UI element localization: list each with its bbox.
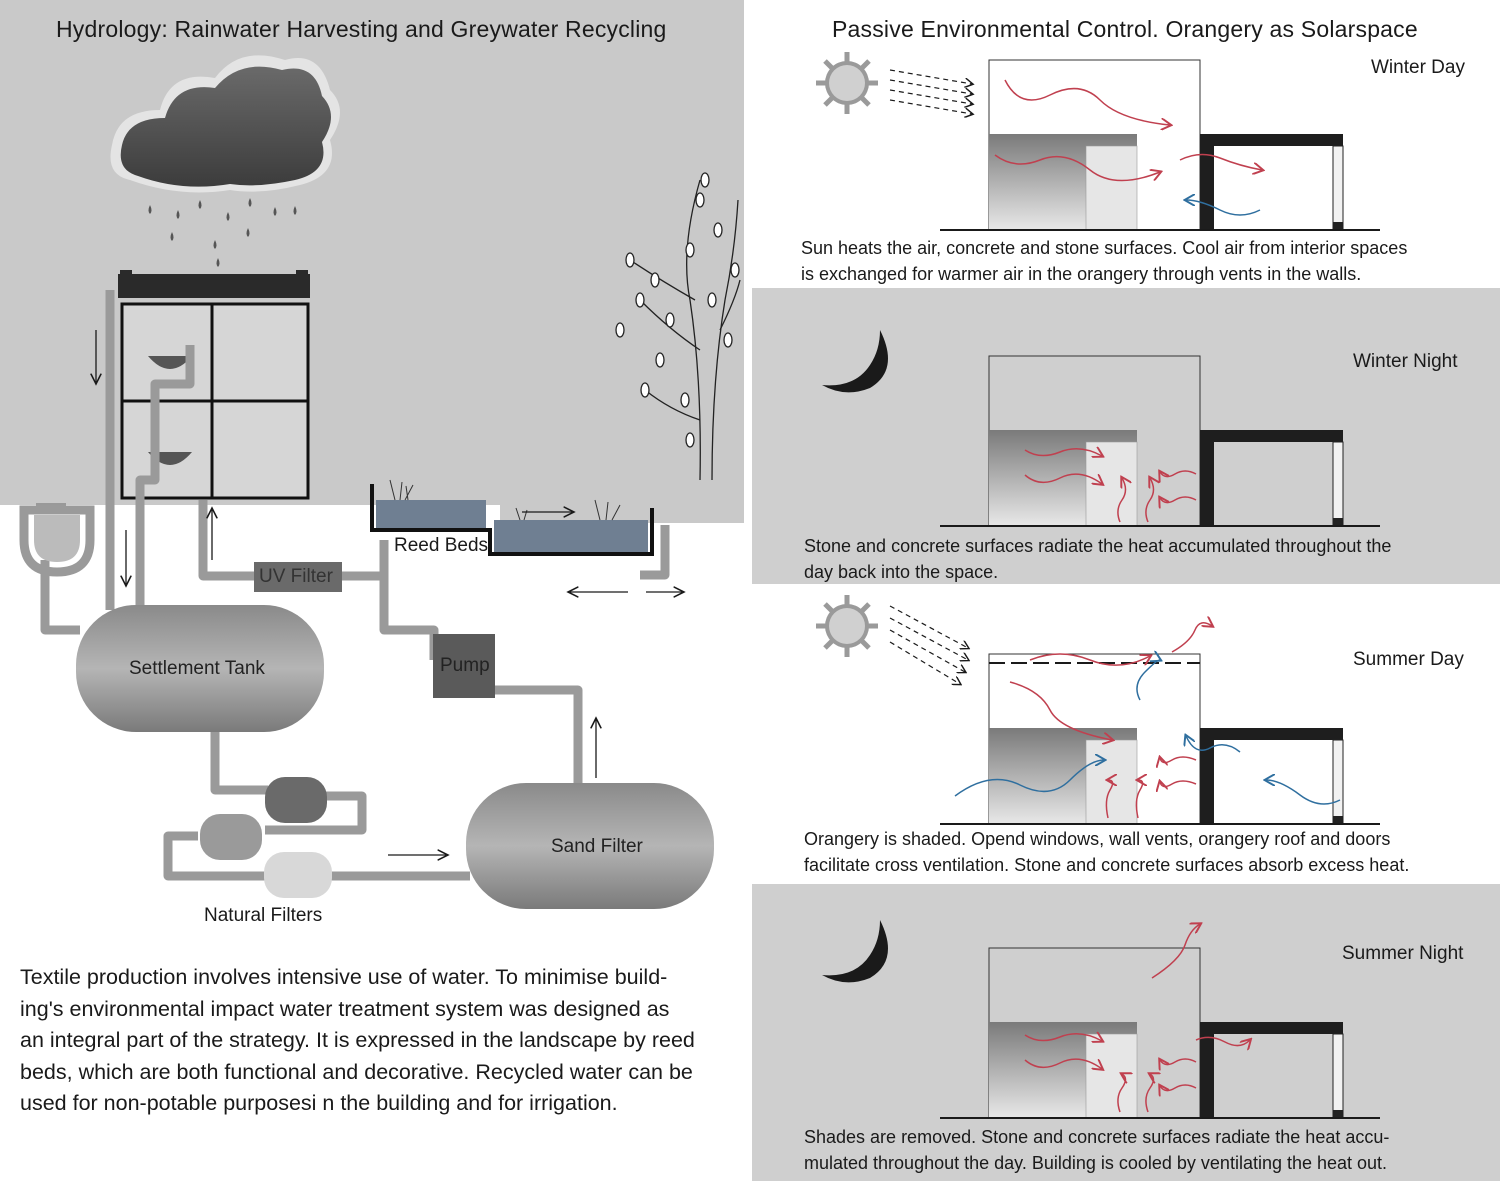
natural-filters-label: Natural Filters (204, 905, 323, 926)
season-label-winter-day: Winter Day (1371, 57, 1465, 78)
description-line: ing's environmental impact water treatme… (20, 996, 670, 1021)
reed-beds-label: Reed Beds (394, 535, 489, 556)
pump (433, 634, 495, 698)
natural-filter-3 (264, 852, 332, 898)
summer-night-scene (822, 920, 1381, 1119)
caption-line: Sun heats the air, concrete and stone su… (801, 238, 1408, 258)
sun-icon (816, 52, 878, 114)
natural-filter-2 (200, 814, 262, 860)
description-line: beds, which are both functional and deco… (20, 1059, 693, 1084)
settlement-tank (76, 605, 324, 732)
hydrology-title: Hydrology: Rainwater Harvesting and Grey… (56, 16, 667, 42)
rain-collector (19, 503, 95, 577)
tree-illustration (615, 172, 741, 481)
caption-line: Shades are removed. Stone and concrete s… (804, 1127, 1390, 1147)
moon-icon (822, 920, 888, 983)
caption-line: mulated throughout the day. Building is … (804, 1153, 1388, 1173)
solarspace-title: Passive Environmental Control. Orangery … (832, 16, 1418, 42)
hydrology-diagram (19, 55, 741, 909)
caption-summer-day: Orangery is shaded. Opend windows, wall … (804, 826, 1409, 878)
caption-line: Stone and concrete surfaces radiate the … (804, 536, 1392, 556)
season-label-summer-day: Summer Day (1353, 649, 1464, 670)
settlement-tank-label: Settlement Tank (129, 658, 265, 679)
hydrology-description: Textile production involves intensive us… (20, 962, 710, 1120)
reed-beds (370, 479, 654, 556)
description-line: an integral part of the strategy. It is … (20, 1028, 695, 1052)
winter-night-scene (822, 330, 1381, 527)
hydrology-background-lower (500, 505, 744, 523)
cloud-icon (110, 55, 340, 267)
season-label-winter-night: Winter Night (1353, 351, 1458, 372)
caption-winter-day: Sun heats the air, concrete and stone su… (801, 235, 1407, 287)
caption-line: day back into the space. (804, 562, 999, 582)
caption-line: facilitate cross ventilation. Stone and … (804, 855, 1410, 875)
uv-filter-label: UV Filter (259, 566, 333, 587)
sun-icon (816, 595, 878, 657)
caption-line: Orangery is shaded. Opend windows, wall … (804, 829, 1391, 849)
pump-label: Pump (440, 655, 490, 676)
season-label-summer-night: Summer Night (1342, 943, 1464, 964)
winter-day-scene (816, 52, 1381, 231)
caption-winter-night: Stone and concrete surfaces radiate the … (804, 533, 1391, 585)
sand-filter (466, 783, 714, 909)
natural-filter-1 (265, 777, 327, 823)
summer-day-scene (816, 595, 1381, 825)
moon-icon (822, 330, 888, 393)
uv-filter (254, 562, 342, 592)
caption-line: is exchanged for warmer air in the orang… (801, 264, 1362, 284)
sand-filter-label: Sand Filter (551, 836, 643, 857)
description-line: Textile production involves intensive us… (20, 965, 668, 989)
description-line: used for non-potable purposesi n the bui… (20, 1091, 618, 1115)
caption-summer-night: Shades are removed. Stone and concrete s… (804, 1124, 1389, 1176)
building-section (118, 270, 310, 500)
